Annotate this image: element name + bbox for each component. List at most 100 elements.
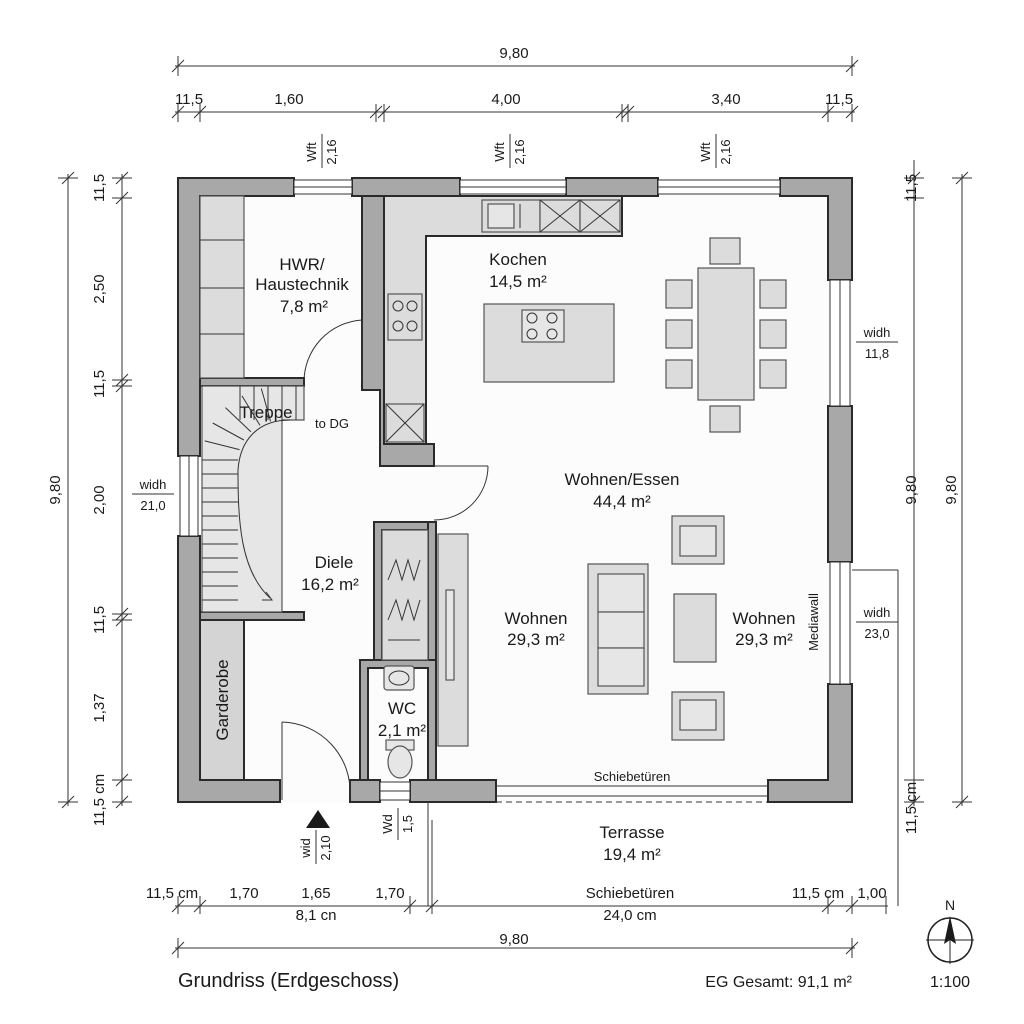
bottom-dim-e: Schiebetüren — [586, 885, 674, 902]
entry-arrow-icon — [306, 810, 330, 828]
win-top-2-a: Wft — [492, 142, 507, 162]
kochen-label: Kochen — [489, 250, 547, 269]
wall-right-mid — [827, 405, 853, 563]
diele-area: 16,2 m² — [301, 575, 359, 594]
win-entry-a: wid — [298, 838, 313, 859]
schiebetueren-label: Schiebetüren — [594, 769, 671, 784]
plan-title: Grundriss (Erdgeschoss) — [178, 970, 399, 992]
stair-winder — [260, 388, 272, 422]
top-dimensions: 9,80 11,5 1,60 4,00 3,40 11,5 — [171, 45, 859, 122]
terrace-outline — [427, 569, 899, 906]
bottom-dim-f: 11,5 cm — [792, 885, 844, 902]
wohnen-left-label: Wohnen — [504, 609, 567, 628]
left-total-dim: 9,80 — [47, 475, 64, 504]
win-left-1-b: 21,0 — [140, 498, 165, 513]
bottom-dim-b: 1,70 — [229, 885, 258, 902]
stair-winder — [225, 407, 252, 433]
left-dim-a: 11,5 — [91, 174, 108, 202]
bottom-dim-c: 1,65 — [301, 885, 330, 902]
wall-top-mid-1 — [351, 177, 461, 197]
scale-label: 1:100 — [930, 974, 970, 991]
staircase — [201, 385, 305, 613]
top-dim-b: 1,60 — [274, 91, 303, 108]
bottom-dim-g: 1,00 — [857, 885, 886, 902]
wall-bottom-1 — [349, 779, 381, 803]
stair-winder — [241, 395, 261, 426]
diele-wardrobe — [381, 529, 429, 661]
top-dim-a: 11,5 — [175, 91, 203, 108]
mediawall-label: Mediawall — [806, 593, 821, 651]
right-dimensions: 11,5 9,80 11,5 cm 9,80 — [903, 160, 972, 834]
total-area: EG Gesamt: 91,1 m² — [705, 974, 852, 991]
left-dim-d: 2,00 — [91, 485, 108, 514]
wohnen-essen-area: 44,4 m² — [593, 492, 651, 511]
left-dim-g: 11,5 cm — [91, 774, 108, 826]
interior-walls — [199, 195, 623, 781]
win-right-1-b: 11,8 — [865, 346, 889, 361]
left-dim-b: 2,50 — [91, 274, 108, 303]
outer-walls — [177, 177, 853, 803]
terrasse-label: Terrasse — [599, 823, 664, 842]
right-outer-total-dim: 9,80 — [943, 475, 960, 504]
right-dim-a: 11,5 — [903, 174, 920, 202]
top-dim-d: 3,40 — [711, 91, 740, 108]
hwr-label-1: HWR/ — [279, 255, 325, 274]
diele-label: Diele — [315, 553, 354, 572]
bottom-total-dim: 9,80 — [499, 931, 528, 948]
wall-bottom-2 — [409, 779, 497, 803]
bottom-dim-d: 1,70 — [375, 885, 404, 902]
wc-fixtures — [383, 665, 415, 779]
win-top-1-a: Wft — [304, 142, 319, 162]
win-top-3-a: Wft — [698, 142, 713, 162]
win-top-3-b: 2,16 — [718, 139, 733, 164]
win-left-1-a: widh — [139, 477, 167, 492]
stair-winder — [204, 440, 240, 451]
wall-top-right — [779, 177, 853, 281]
room-labels: HWR/ Haustechnik 7,8 m² Treppe to DG Koc… — [213, 250, 821, 864]
hwr-area: 7,8 m² — [280, 297, 329, 316]
wohnen-right-area: 29,3 m² — [735, 630, 793, 649]
left-dim-c: 11,5 — [91, 370, 108, 398]
left-dimensions: 9,80 11,5 2,50 11,5 2,00 11,5 1,37 11,5 … — [47, 171, 132, 826]
win-wc-a: Wd — [380, 814, 395, 834]
win-entry-b: 2,10 — [318, 835, 333, 860]
win-right-2-a: widh — [863, 605, 891, 620]
kochen-area: 14,5 m² — [489, 272, 547, 291]
win-right-2-b: 23,0 — [864, 626, 889, 641]
hwr-label-2: Haustechnik — [255, 275, 349, 294]
bottom-sub-2: 24,0 cm — [603, 907, 656, 924]
bottom-sub-1: 8,1 cn — [296, 907, 337, 924]
top-dim-c: 4,00 — [491, 91, 520, 108]
stair-winder — [212, 422, 245, 441]
kitchen-furniture — [385, 199, 621, 443]
garderobe-label: Garderobe — [213, 659, 232, 740]
right-dim-b: 11,5 cm — [903, 782, 920, 834]
wall-left-bottom — [177, 535, 281, 803]
wohnen-right-label: Wohnen — [732, 609, 795, 628]
wall-top-mid-2 — [565, 177, 659, 197]
wohnen-left-area: 29,3 m² — [507, 630, 565, 649]
wc-area: 2,1 m² — [378, 721, 427, 740]
top-total-dim: 9,80 — [499, 45, 528, 62]
bottom-dim-a: 11,5 cm — [146, 885, 198, 902]
dining-table — [665, 237, 787, 433]
win-right-1-a: widh — [863, 325, 891, 340]
to-dg-label: to DG — [315, 416, 349, 431]
hwr-shelving — [199, 195, 245, 379]
windows — [179, 179, 851, 803]
left-dim-e: 11,5 — [91, 606, 108, 634]
top-dim-e: 11,5 — [825, 91, 853, 108]
wc-label: WC — [388, 699, 416, 718]
win-top-1-b: 2,16 — [324, 139, 339, 164]
living-furniture — [437, 515, 725, 747]
treppe-label: Treppe — [239, 403, 292, 422]
doors — [281, 319, 489, 800]
right-inner-total-dim: 9,80 — [903, 475, 920, 504]
wohnen-essen-label: Wohnen/Essen — [565, 470, 680, 489]
north-arrow-icon: N — [926, 897, 974, 964]
win-wc-b: 1,5 — [400, 815, 415, 833]
north-label: N — [945, 897, 955, 913]
left-dim-f: 1,37 — [91, 693, 108, 722]
win-top-2-b: 2,16 — [512, 139, 527, 164]
window-tags: Wft 2,16 Wft 2,16 Wft 2,16 widh 11,8 wid… — [132, 134, 898, 864]
